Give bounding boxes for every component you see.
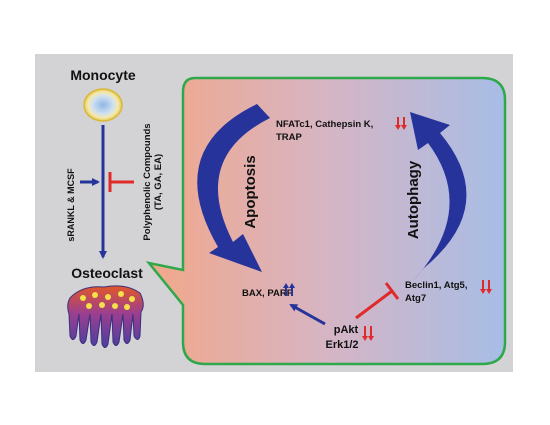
activation-arrow: [289, 303, 326, 326]
stimulus-label: sRANKL & MCSF: [66, 168, 76, 242]
osteoclast-icon: [67, 285, 144, 348]
inhibition-line: [355, 289, 393, 320]
monocyte-icon: [83, 88, 123, 122]
beclin-label-line1: Beclin1, Atg5,: [405, 280, 467, 291]
osteoclast-label: Osteoclast: [71, 265, 143, 281]
up-arrows-icon: [283, 283, 295, 296]
autophagy-label: Autophagy: [405, 160, 422, 239]
apoptosis-curved-arrow: [197, 104, 270, 272]
monocyte-label: Monocyte: [70, 67, 136, 83]
down-arrows-icon: [480, 280, 492, 294]
nfatc1-label-line1: NFATc1, Cathepsin K,: [276, 119, 373, 130]
down-arrows-icon: [395, 117, 407, 130]
autophagy-curved-arrow: [410, 112, 467, 282]
inhibitor-label-line1: Polyphenolic Compounds: [142, 123, 153, 240]
apoptosis-label: Apoptosis: [242, 155, 259, 228]
bax-label: BAX, PARP: [242, 288, 294, 299]
nfatc1-label-line2: TRAP: [276, 132, 303, 143]
pakt-label: pAkt: [334, 324, 359, 336]
inhibition-bar: [384, 282, 400, 300]
beclin-label-line2: Atg7: [405, 293, 426, 304]
erk-label: Erk1/2: [325, 339, 358, 351]
zoom-bubble: [145, 76, 507, 366]
inhibitor-label-line2: (TA, GA, EA): [153, 154, 164, 210]
down-arrows-icon: [362, 326, 374, 341]
